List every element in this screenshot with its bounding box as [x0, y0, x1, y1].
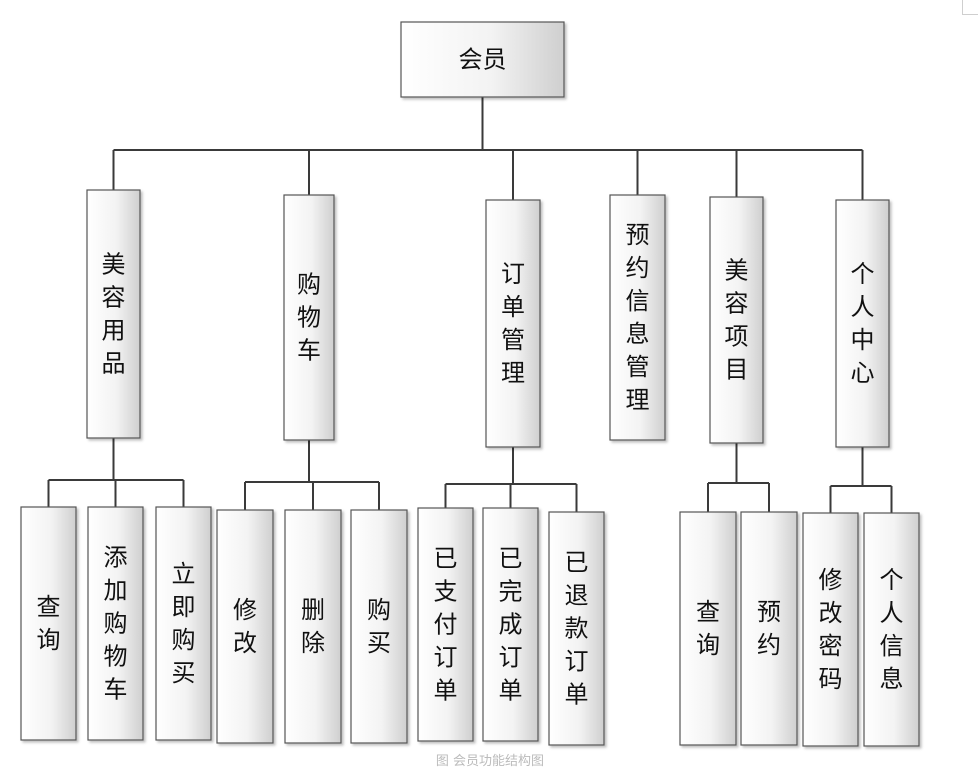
- child-orders-refunded-box: [548, 511, 605, 746]
- child-bj-book-box: [740, 511, 798, 746]
- child-orders-done: 已完成订单: [482, 507, 539, 742]
- child-orders-refunded: 已退款订单: [548, 511, 605, 746]
- connector-lines: [47, 97, 893, 513]
- module-beauty-products-label: 美容用品: [102, 251, 126, 378]
- module-beauty-projects-label: 美容项目: [725, 257, 749, 384]
- child-cart-delete-label: 删除: [301, 596, 325, 657]
- child-pc-info-label: 个人信息: [880, 566, 904, 693]
- child-cart-modify-label: 修改: [233, 596, 257, 657]
- module-personal-center-label: 个人中心: [851, 260, 875, 387]
- child-cart-modify-box: [216, 509, 274, 744]
- root-member-box: [400, 21, 565, 98]
- child-cart-buy-label: 购买: [367, 596, 391, 657]
- module-orders: 订单管理: [485, 199, 541, 448]
- module-orders-label: 订单管理: [501, 260, 525, 387]
- child-orders-refunded-label: 已退款订单: [565, 549, 589, 709]
- module-cart-box: [283, 194, 335, 441]
- module-booking-info: 预约信息管理: [609, 194, 666, 441]
- child-bp-add-cart-box: [87, 506, 144, 741]
- module-beauty-projects-box: [709, 196, 764, 444]
- child-cart-modify: 修改: [216, 509, 274, 744]
- child-bp-buy-now: 立即购买: [155, 506, 212, 741]
- module-personal-center-box: [835, 199, 890, 448]
- module-personal-center: 个人中心: [835, 199, 890, 448]
- child-bp-add-cart-label: 添加购物车: [104, 544, 128, 704]
- root-member-label: 会员: [459, 46, 507, 74]
- child-orders-paid: 已支付订单: [417, 507, 474, 742]
- child-bp-query-box: [20, 506, 77, 741]
- root-member: 会员: [400, 21, 565, 98]
- child-bj-query-label: 查询: [696, 598, 720, 659]
- child-orders-paid-box: [417, 507, 474, 742]
- child-cart-buy: 购买: [350, 509, 408, 744]
- child-bp-query: 查询: [20, 506, 77, 741]
- child-cart-delete: 删除: [284, 509, 342, 744]
- child-pc-info: 个人信息: [863, 512, 920, 747]
- module-beauty-products-box: [86, 189, 141, 439]
- child-orders-paid-label: 已支付订单: [434, 545, 458, 705]
- child-bp-buy-now-label: 立即购买: [172, 560, 196, 687]
- figure-caption: 图 会员功能结构图: [435, 754, 545, 769]
- child-bj-book-label: 预约: [757, 598, 781, 659]
- child-bj-book: 预约: [740, 511, 798, 746]
- module-booking-info-label: 预约信息管理: [626, 221, 650, 414]
- child-bp-query-label: 查询: [37, 593, 61, 654]
- module-beauty-products: 美容用品: [86, 189, 141, 439]
- child-pc-password: 修改密码: [802, 512, 859, 747]
- child-cart-delete-box: [284, 509, 342, 744]
- module-orders-box: [485, 199, 541, 448]
- module-cart: 购物车: [283, 194, 335, 441]
- child-orders-done-label: 已完成订单: [499, 545, 523, 705]
- child-cart-buy-box: [350, 509, 408, 744]
- child-orders-done-box: [482, 507, 539, 742]
- child-bj-query-box: [679, 511, 737, 746]
- child-bp-buy-now-box: [155, 506, 212, 741]
- child-pc-password-label: 修改密码: [819, 566, 843, 693]
- child-pc-info-box: [863, 512, 920, 747]
- page-corner-mark: [962, 0, 978, 15]
- child-pc-password-box: [802, 512, 859, 747]
- child-bp-add-cart: 添加购物车: [87, 506, 144, 741]
- module-cart-label: 购物车: [297, 271, 321, 365]
- module-booking-info-box: [609, 194, 666, 441]
- child-bj-query: 查询: [679, 511, 737, 746]
- module-beauty-projects: 美容项目: [709, 196, 764, 444]
